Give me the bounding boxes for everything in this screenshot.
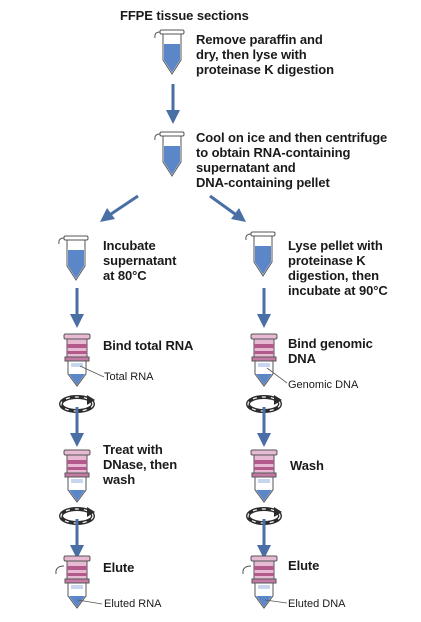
down-arrow-icon-right-3 (255, 517, 273, 561)
split-arrow-left-icon (100, 194, 139, 222)
down-arrow-icon-left-2 (68, 405, 86, 449)
down-arrow-icon-left-1 (68, 286, 86, 330)
total-rna-note: Total RNA (104, 371, 154, 383)
spin-column-icon-right-elute (250, 555, 278, 609)
spin-column-icon-left-bind (63, 333, 91, 387)
spin-column-icon-right-wash (250, 449, 278, 503)
step-centrifuge-label: Cool on ice and then centrifuge to obtai… (196, 130, 388, 190)
down-arrow-icon-right-2 (255, 405, 273, 449)
diagram-title: FFPE tissue sections (120, 8, 249, 23)
down-arrow-icon-left-3 (68, 517, 86, 561)
left-elute-label: Elute (103, 560, 135, 575)
split-arrow-right-icon (209, 194, 246, 222)
tube-icon-pellet (245, 231, 276, 277)
right-elute-label: Elute (288, 558, 320, 573)
left-treat-label: Treat with DNase, then wash (103, 442, 178, 487)
right-wash-label: Wash (290, 458, 324, 473)
right-bind-label: Bind genomic DNA (288, 336, 373, 366)
step-lysis-label: Remove paraffin and dry, then lyse with … (196, 32, 334, 77)
left-incubate-label: Incubate supernatant at 80°C (103, 238, 177, 283)
down-arrow-icon-1 (164, 82, 182, 126)
spin-column-icon-right-bind (250, 333, 278, 387)
left-bind-label: Bind total RNA (103, 338, 194, 353)
eluted-rna-note: Eluted RNA (104, 598, 162, 610)
down-arrow-icon-right-1 (255, 286, 273, 330)
tube-icon-supernatant (58, 235, 89, 281)
tube-icon-lysis (154, 29, 185, 75)
right-lyse-label: Lyse pellet with proteinase K digestion,… (288, 238, 388, 298)
spin-column-icon-left-treat (63, 449, 91, 503)
genomic-dna-note: Genomic DNA (288, 379, 359, 391)
tube-icon-centrifuge (154, 131, 185, 177)
eluted-dna-note: Eluted DNA (288, 598, 346, 610)
spin-column-icon-left-elute (63, 555, 91, 609)
